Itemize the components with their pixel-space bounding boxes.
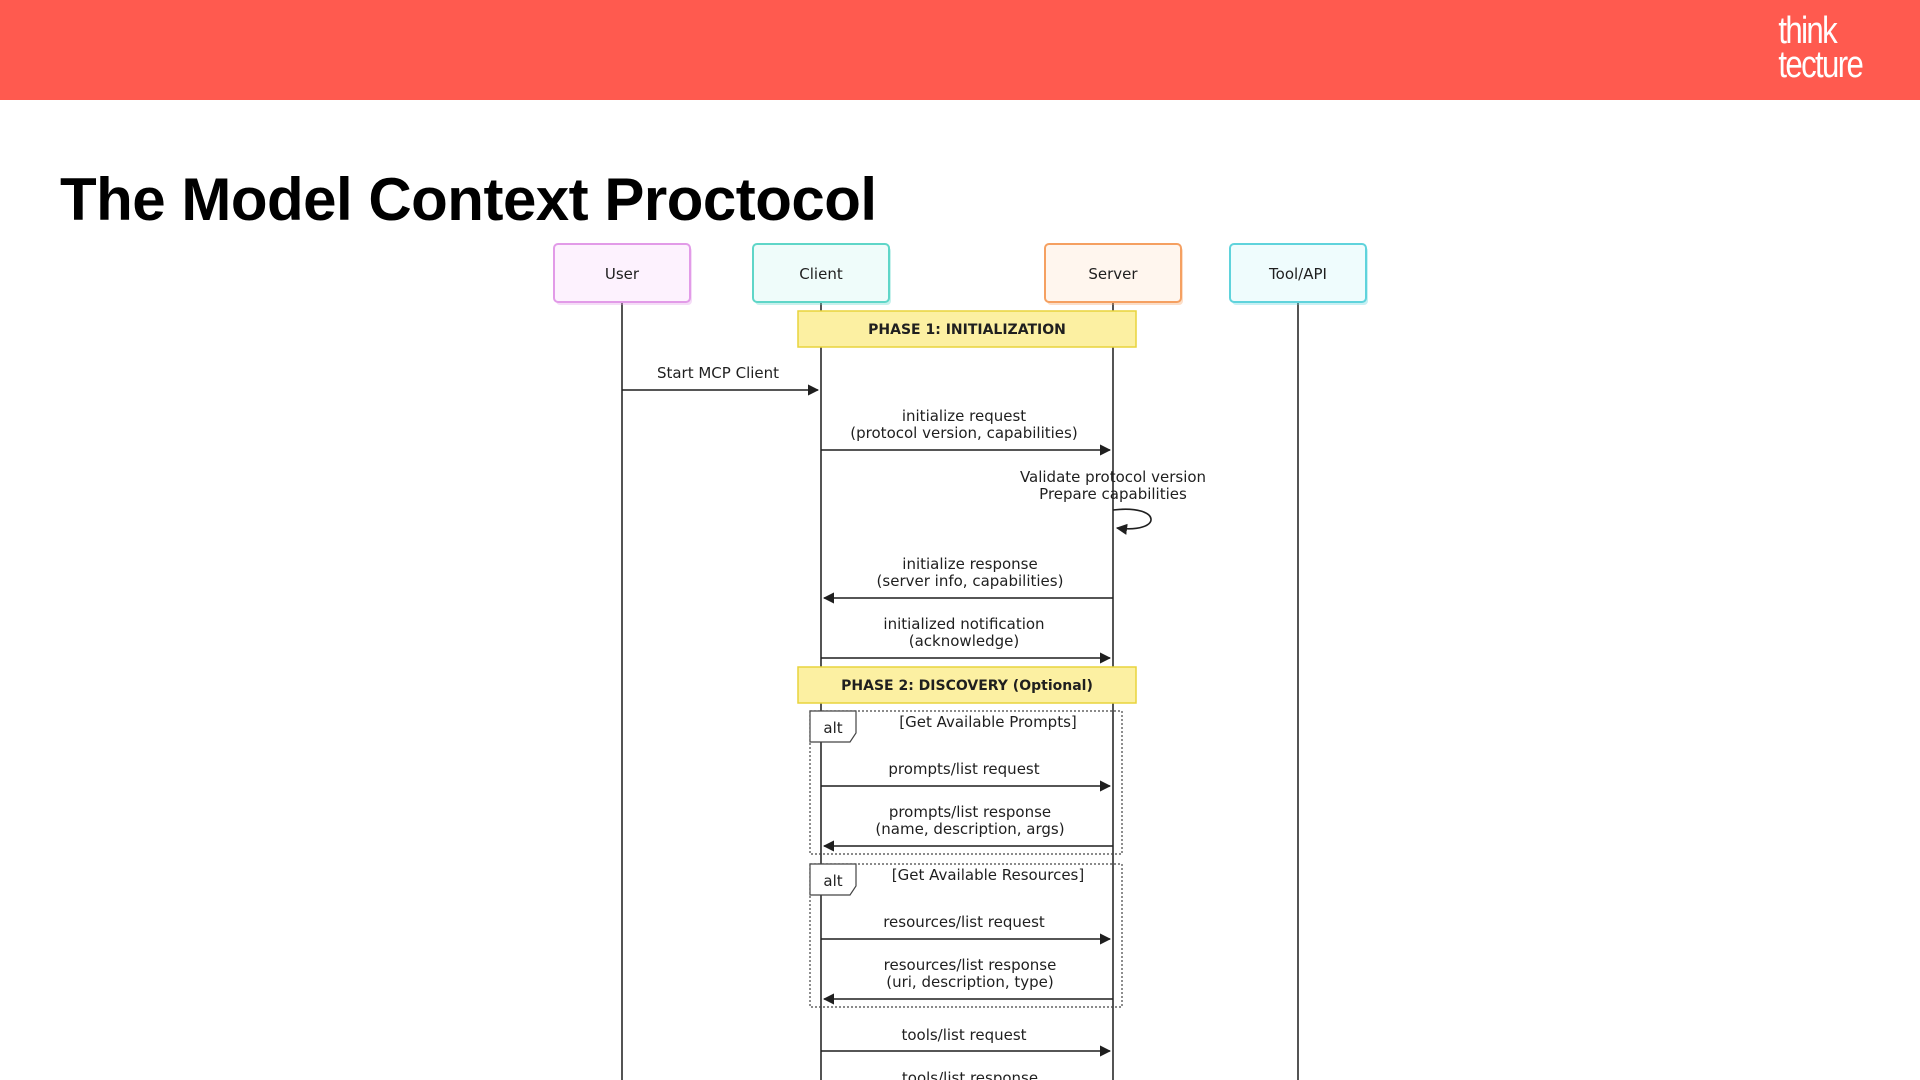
header-bar (0, 0, 1920, 100)
message-label: resources/list request (883, 913, 1045, 931)
alt-frame-condition: [Get Available Prompts] (899, 713, 1077, 731)
alt-frame-tag-box (809, 863, 857, 896)
participant-server: Server (1044, 243, 1183, 305)
alt-frame-condition: [Get Available Resources] (892, 866, 1084, 884)
page-title: The Model Context Proctocol (60, 166, 877, 233)
phase-label: PHASE 1: INITIALIZATION (868, 322, 1066, 338)
message-label: tools/list request (901, 1026, 1026, 1044)
participant-label: User (605, 265, 640, 283)
message-start-mcp-client: Start MCP Client (622, 364, 820, 396)
participant-label: Client (799, 265, 843, 283)
participant-label: Server (1088, 265, 1138, 283)
participant-box (553, 243, 691, 303)
participant-box (1044, 243, 1182, 303)
message-label: initialized notification(acknowledge) (883, 615, 1044, 650)
logo-line-2: tecture (1778, 44, 1863, 86)
alt-frame-2: alt [Get Available Resources] (809, 863, 1123, 1008)
alt-frame-1: alt [Get Available Prompts] (809, 710, 1123, 855)
alt-frame-tag: alt (823, 719, 842, 737)
message-resources-list-request: resources/list request (821, 913, 1112, 945)
message-label: prompts/list response(name, description,… (875, 803, 1064, 838)
phase-banners: PHASE 1: INITIALIZATION PHASE 2: DISCOVER… (797, 310, 1137, 704)
alt-frame-tag: alt (823, 872, 842, 890)
message-label: initialize response(server info, capabil… (877, 555, 1064, 590)
message-label: Start MCP Client (657, 364, 779, 382)
participants: User Client Server Tool/API (553, 243, 1368, 305)
phase-banner-bg (797, 666, 1137, 704)
messages: Start MCP Client initialize request(proto… (622, 364, 1206, 1080)
message-label: tools/list response (902, 1069, 1038, 1080)
participant-tool-api: Tool/API (1229, 243, 1368, 305)
participant-label: Tool/API (1268, 265, 1327, 283)
message-tools-list-request: tools/list request (821, 1026, 1112, 1057)
message-label: prompts/list request (888, 760, 1039, 778)
alt-frame-tag-box (809, 710, 857, 743)
message-initialize-request: initialize request(protocol version, cap… (821, 407, 1112, 456)
message-initialized-notification: initialized notification(acknowledge) (821, 615, 1112, 664)
message-prompts-list-request: prompts/list request (821, 760, 1112, 792)
phase-banner-2: PHASE 2: DISCOVERY (Optional) (797, 666, 1137, 704)
phase-label: PHASE 2: DISCOVERY (Optional) (841, 678, 1093, 694)
alt-frames: alt [Get Available Prompts] alt [Get Availa… (809, 710, 1123, 1008)
alt-frame-border (809, 710, 1123, 855)
message-tools-list-response: tools/list response (902, 1069, 1038, 1080)
message-label: resources/list response(uri, description… (884, 956, 1057, 991)
phase-banner-bg (797, 310, 1137, 348)
message-resources-list-response: resources/list response(uri, description… (822, 956, 1113, 1005)
alt-frame-border (809, 863, 1123, 1008)
participant-box (1229, 243, 1367, 303)
participant-user: User (553, 243, 692, 305)
message-initialize-response: initialize response(server info, capabil… (822, 555, 1113, 604)
participant-client: Client (752, 243, 891, 305)
logo-line-1: think (1778, 10, 1837, 52)
self-call-arrow (1112, 508, 1152, 535)
brand-logo: think tecture (1778, 10, 1863, 86)
phase-banner-1: PHASE 1: INITIALIZATION (797, 310, 1137, 348)
message-label: initialize request(protocol version, cap… (850, 407, 1077, 442)
participant-box (752, 243, 890, 303)
message-prompts-list-response: prompts/list response(name, description,… (822, 803, 1113, 852)
